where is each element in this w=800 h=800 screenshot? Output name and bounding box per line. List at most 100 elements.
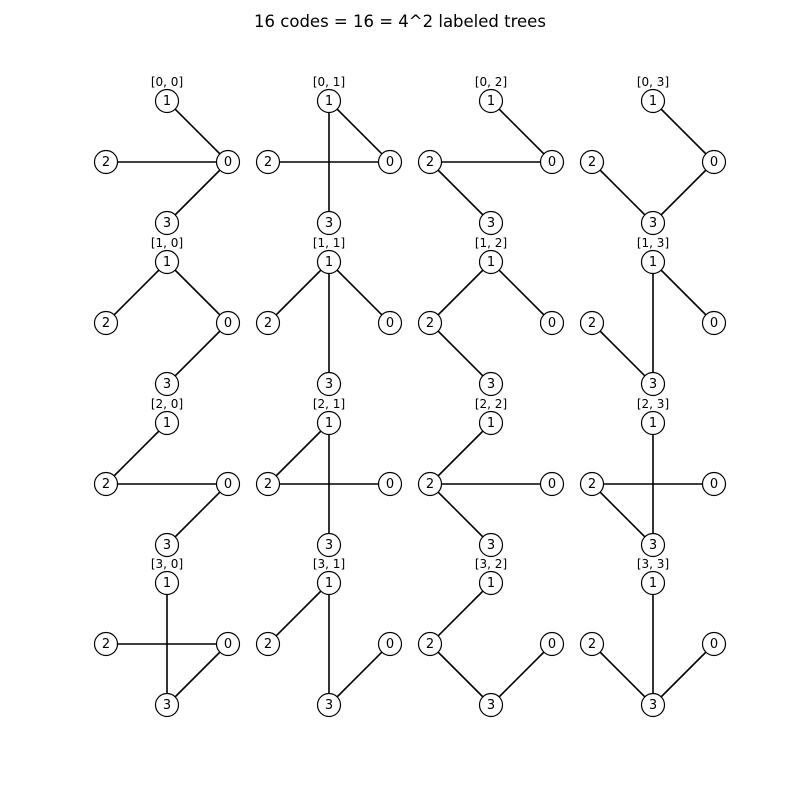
tree-node: 2 — [255, 310, 281, 336]
tree-edge — [429, 422, 492, 485]
tree-node: 1 — [154, 570, 180, 596]
tree-node: 3 — [478, 532, 504, 558]
node-label: 3 — [487, 377, 495, 392]
tree-node: 0 — [377, 310, 403, 336]
node-circle — [579, 471, 605, 497]
tree-edge — [652, 261, 715, 324]
node-label: 1 — [487, 255, 495, 270]
tree-edge — [328, 643, 391, 706]
tree-node: 2 — [579, 310, 605, 336]
tree-node: 1 — [640, 88, 666, 114]
node-label: 2 — [588, 316, 596, 331]
tree-node: 1 — [154, 249, 180, 275]
node-label: 0 — [548, 477, 556, 492]
node-circle — [255, 149, 281, 175]
tree-code-label: [3, 3] — [637, 557, 669, 571]
node-circle — [478, 692, 504, 718]
node-label: 3 — [649, 377, 657, 392]
tree-edge — [490, 100, 553, 163]
node-label: 3 — [487, 216, 495, 231]
node-label: 0 — [224, 477, 232, 492]
node-label: 2 — [426, 155, 434, 170]
tree-edge — [105, 261, 168, 324]
tree-code-label: [1, 0] — [151, 236, 183, 250]
tree-node: 3 — [640, 532, 666, 558]
node-label: 0 — [710, 477, 718, 492]
tree-node: 1 — [478, 570, 504, 596]
node-circle — [316, 88, 342, 114]
tree-node: 2 — [417, 310, 443, 336]
node-label: 2 — [264, 155, 272, 170]
tree-code-label: [2, 3] — [637, 397, 669, 411]
node-label: 2 — [102, 316, 110, 331]
node-label: 0 — [548, 155, 556, 170]
node-label: 1 — [649, 576, 657, 591]
tree-edge — [267, 422, 330, 485]
node-circle — [215, 631, 241, 657]
node-circle — [154, 692, 180, 718]
tree-edge — [652, 643, 715, 706]
tree-node: 0 — [701, 149, 727, 175]
tree-edge — [490, 643, 553, 706]
tree-edge — [591, 161, 654, 224]
tree-panel: [2, 2] 0 1 2 3 — [417, 397, 565, 558]
node-label: 0 — [548, 316, 556, 331]
node-label: 1 — [163, 255, 171, 270]
tree-node: 2 — [579, 471, 605, 497]
node-circle — [539, 310, 565, 336]
node-circle — [154, 532, 180, 558]
tree-node: 3 — [154, 210, 180, 236]
tree-node: 3 — [640, 692, 666, 718]
node-label: 1 — [325, 576, 333, 591]
node-circle — [255, 471, 281, 497]
node-label: 0 — [710, 316, 718, 331]
tree-node: 1 — [478, 249, 504, 275]
node-circle — [215, 149, 241, 175]
tree-node: 1 — [316, 570, 342, 596]
tree-panel: [3, 0] 0 1 2 3 — [93, 557, 241, 718]
tree-node: 0 — [215, 631, 241, 657]
node-label: 2 — [426, 316, 434, 331]
node-circle — [215, 310, 241, 336]
tree-node: 3 — [154, 371, 180, 397]
tree-node: 0 — [539, 631, 565, 657]
tree-code-label: [1, 3] — [637, 236, 669, 250]
node-label: 1 — [487, 94, 495, 109]
node-circle — [316, 410, 342, 436]
tree-edge — [328, 261, 391, 324]
node-label: 3 — [163, 538, 171, 553]
tree-edge — [166, 483, 229, 546]
tree-code-label: [2, 2] — [475, 397, 507, 411]
tree-node: 1 — [478, 410, 504, 436]
node-circle — [417, 471, 443, 497]
tree-node: 3 — [154, 692, 180, 718]
node-circle — [539, 471, 565, 497]
tree-edge — [652, 100, 715, 163]
node-circle — [640, 371, 666, 397]
tree-node: 2 — [417, 149, 443, 175]
tree-edge — [267, 582, 330, 645]
tree-node: 0 — [701, 471, 727, 497]
node-label: 3 — [163, 377, 171, 392]
tree-node: 2 — [417, 471, 443, 497]
tree-edge — [652, 161, 715, 224]
tree-edge — [429, 322, 492, 385]
tree-node: 0 — [215, 149, 241, 175]
tree-node: 2 — [93, 631, 119, 657]
node-label: 0 — [224, 155, 232, 170]
node-label: 0 — [386, 155, 394, 170]
tree-node: 3 — [154, 532, 180, 558]
tree-node: 0 — [215, 471, 241, 497]
node-circle — [255, 310, 281, 336]
node-circle — [478, 371, 504, 397]
tree-node: 3 — [640, 210, 666, 236]
node-label: 2 — [588, 637, 596, 652]
node-circle — [701, 631, 727, 657]
node-circle — [377, 471, 403, 497]
node-label: 1 — [649, 94, 657, 109]
tree-code-label: [3, 0] — [151, 557, 183, 571]
